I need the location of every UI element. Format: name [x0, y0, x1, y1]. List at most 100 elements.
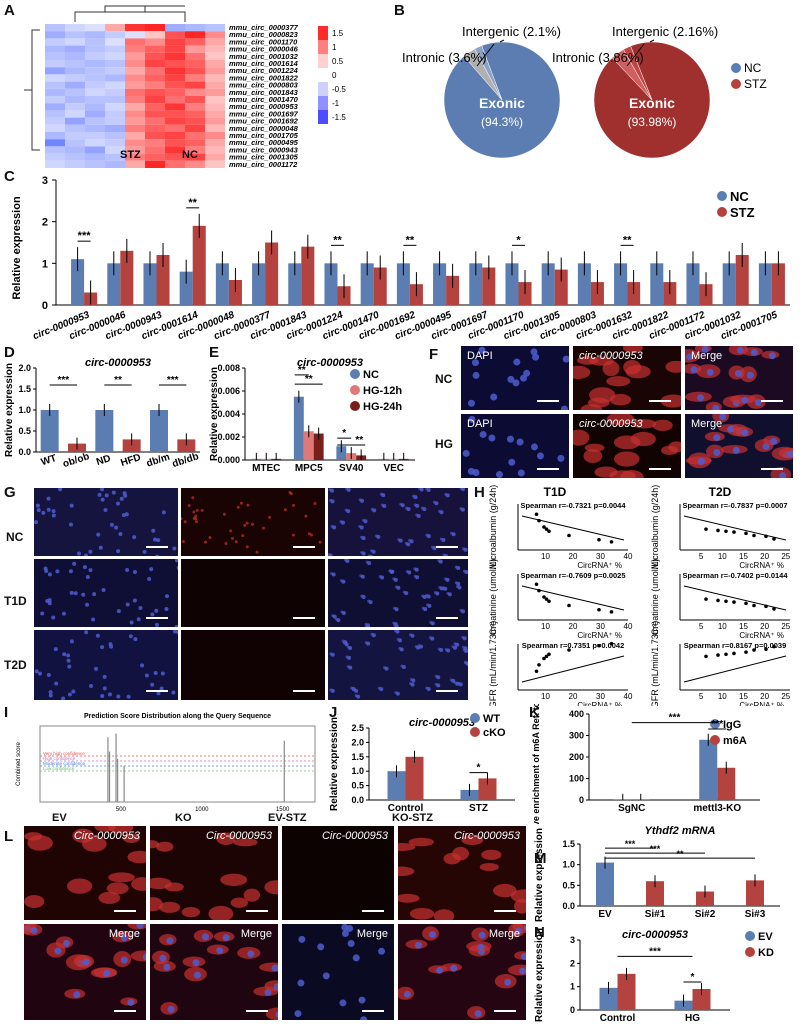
nucleus — [150, 683, 154, 687]
nucleus — [145, 673, 149, 677]
panel-i-label: I — [4, 704, 8, 721]
heatmap-cell — [65, 74, 85, 81]
scale-swatch — [318, 96, 328, 110]
nucleus — [448, 592, 452, 596]
regression-line — [522, 516, 624, 540]
y-tick-label: 0.000 — [217, 455, 240, 465]
nucleus — [92, 592, 96, 596]
scatter-point — [547, 599, 551, 603]
nucleus — [453, 646, 457, 650]
heatmap-cell — [145, 139, 165, 146]
nucleus — [463, 636, 467, 640]
nucleus — [410, 539, 414, 543]
cell-signal — [246, 545, 249, 548]
heatmap-cell — [85, 74, 105, 81]
cell-signal — [240, 502, 243, 505]
y-tick-label: 2 — [42, 217, 48, 229]
x-tick-label: 30 — [596, 552, 605, 561]
cell-signal — [107, 882, 129, 894]
heatmap-cell — [125, 82, 145, 89]
nucleus — [83, 565, 87, 569]
cell-signal — [27, 835, 52, 850]
l-ko-merge: Merge — [150, 924, 278, 1020]
l-tag: Circ-0000953 — [74, 830, 140, 842]
nucleus — [439, 648, 443, 652]
sig-mark: ** — [676, 849, 684, 859]
nucleus — [105, 493, 109, 497]
nucleus — [461, 508, 465, 512]
nucleus — [149, 567, 153, 571]
nucleus — [117, 609, 121, 613]
heatmap-cell — [85, 24, 105, 31]
nucleus — [369, 600, 373, 604]
nucleus — [123, 491, 127, 495]
heatmap-cell — [165, 161, 185, 168]
x-tick-label: 40 — [624, 552, 633, 561]
heatmap-cell — [205, 67, 225, 74]
heatmap-cell — [165, 67, 185, 74]
panel-h-label: H — [474, 484, 485, 501]
heatmap-cell — [105, 132, 125, 139]
cell-signal — [292, 504, 295, 507]
x-tick-label: 1000 — [195, 807, 209, 813]
nucleus — [103, 675, 107, 679]
heatmap-cell — [165, 82, 185, 89]
y-tick-label: 0.004 — [217, 409, 240, 419]
cell-signal — [188, 504, 191, 507]
heatmap-cell — [185, 103, 205, 110]
cell-signal — [493, 884, 517, 897]
nucleus — [346, 925, 353, 932]
nucleus — [116, 694, 120, 698]
heatmap-cell — [105, 96, 125, 103]
panel-c-label: C — [4, 168, 15, 185]
heatmap-cell — [145, 46, 165, 53]
heatmap-cell — [85, 154, 105, 161]
g-row-label-t2d: T2D — [4, 658, 27, 672]
nucleus — [381, 493, 385, 497]
panel-f: F NC HG DAPI circ-0000953 Merge DAPI cir… — [425, 344, 800, 484]
nucleus — [411, 679, 415, 683]
heatmap-cell — [205, 82, 225, 89]
nucleus — [101, 498, 105, 502]
nucleus — [430, 637, 434, 641]
nucleus — [73, 991, 80, 998]
heatmap-cell — [45, 146, 65, 153]
stat-text: Spearman r=-0.7837 p=0.0007 — [682, 501, 787, 510]
heatmap-cell — [65, 46, 85, 53]
heatmap-cell — [145, 60, 165, 67]
nucleus — [396, 586, 400, 590]
scale-swatch — [318, 68, 328, 82]
x-tick-label: 5 — [699, 622, 704, 631]
nucleus — [362, 536, 366, 540]
nucleus — [96, 634, 100, 638]
stat-text: Spearman r=-0.7321 p=0.0044 — [520, 501, 626, 510]
x-tick-label: 20 — [760, 622, 769, 631]
l-ko-circ: Circ-0000953 — [150, 826, 278, 920]
nucleus — [37, 508, 41, 512]
y-axis-label: Relative expression — [534, 828, 545, 922]
heatmap-cell — [65, 82, 85, 89]
nucleus — [94, 667, 98, 671]
nucleus — [741, 429, 748, 436]
nucleus — [513, 359, 520, 366]
nucleus — [54, 682, 58, 686]
heatmap-cell — [205, 110, 225, 117]
nucleus — [440, 510, 444, 514]
nucleus — [116, 549, 120, 553]
nucleus — [713, 434, 720, 441]
nucleus — [156, 538, 160, 542]
nucleus — [407, 570, 411, 574]
heatmap-cell — [205, 89, 225, 96]
nucleus — [531, 443, 538, 450]
nucleus — [441, 538, 445, 542]
heatmap-cell — [165, 46, 185, 53]
x-axis-label: CircRNA⁺ % — [739, 561, 784, 570]
y-tick-label: 0.008 — [217, 363, 240, 373]
nucleus — [34, 520, 38, 524]
heatmap-cell — [45, 154, 65, 161]
stat-text: Spearman r=-0.7609 p=0.0025 — [520, 571, 625, 580]
heatmap-cell — [125, 89, 145, 96]
nucleus — [507, 376, 514, 383]
